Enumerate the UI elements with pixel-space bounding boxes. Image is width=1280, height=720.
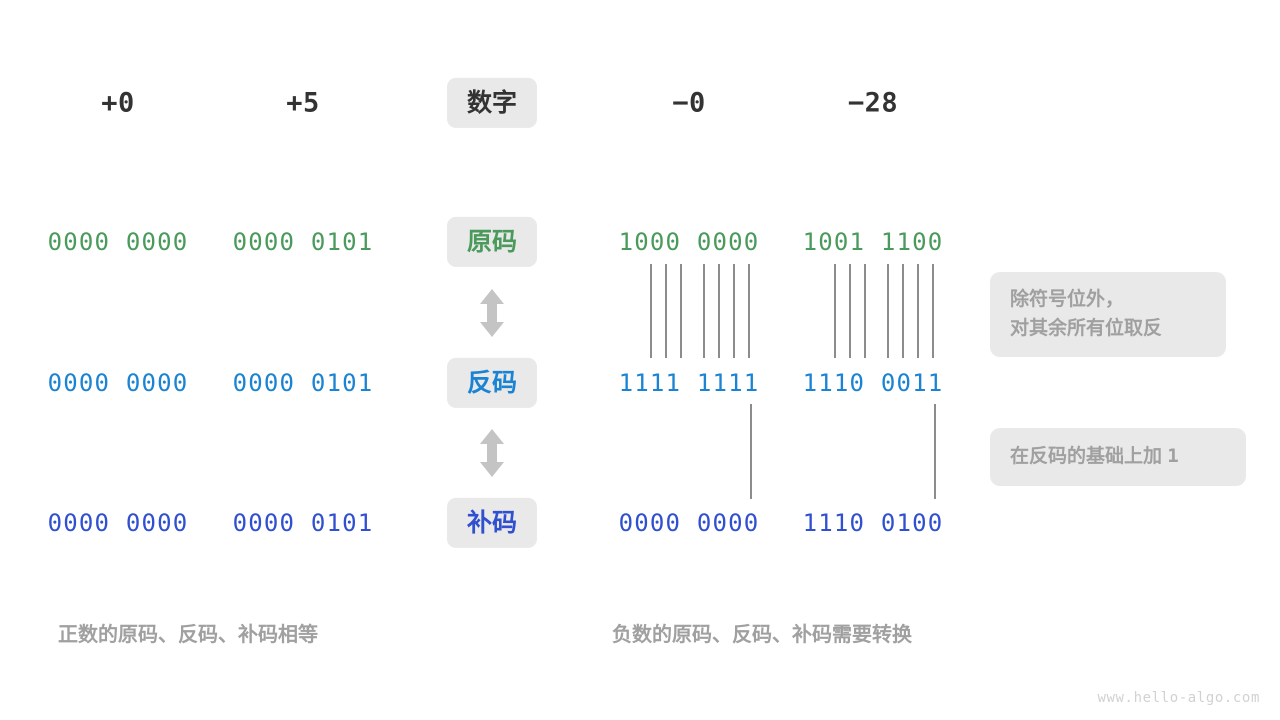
connector-line [748, 264, 750, 358]
bits-true-form-minus-zero: 1000 0000 [618, 228, 760, 256]
bits-twos-complement-plus-five: 0000 0101 [232, 509, 374, 537]
connector-line [887, 264, 889, 358]
arrow-ones-to-twos-icon [475, 428, 509, 478]
header-row-label-text: 数字 [446, 77, 538, 128]
connector-line [902, 264, 904, 358]
row-label-ones-complement: 反码 [446, 357, 538, 408]
note-add-one-value: 1 [1167, 445, 1179, 467]
connector-line [917, 264, 919, 358]
header-plus-five: +5 [286, 87, 320, 119]
bits-true-form-plus-zero: 0000 0000 [47, 228, 189, 256]
bits-twos-complement-plus-zero: 0000 0000 [47, 509, 189, 537]
connector-line [849, 264, 851, 358]
connector-line [665, 264, 667, 358]
connector-line [864, 264, 866, 358]
bits-twos-complement-minus-28: 1110 0100 [802, 509, 944, 537]
bits-true-form-minus-28: 1001 1100 [802, 228, 944, 256]
bits-ones-complement-minus-zero: 1111 1111 [618, 369, 760, 397]
header-plus-zero: +0 [101, 87, 135, 119]
header-row-label-pill: 数字 [446, 77, 538, 128]
connector-line [703, 264, 705, 358]
connector-line [680, 264, 682, 358]
bits-ones-complement-minus-28: 1110 0011 [802, 369, 944, 397]
bits-twos-complement-minus-zero: 0000 0000 [618, 509, 760, 537]
note-add-one: 在反码的基础上加 1 [990, 428, 1246, 486]
row-label-twos-complement-text: 补码 [446, 497, 538, 548]
bits-true-form-plus-five: 0000 0101 [232, 228, 374, 256]
note-add-one-text: 在反码的基础上加 [1010, 446, 1168, 467]
caption-negative: 负数的原码、反码、补码需要转换 [612, 624, 912, 646]
header-minus-28: −28 [847, 87, 899, 119]
note-invert-bits: 除符号位外， 对其余所有位取反 [990, 272, 1226, 357]
connector-line [932, 264, 934, 358]
row-label-twos-complement: 补码 [446, 497, 538, 548]
row-label-true-form: 原码 [446, 216, 538, 267]
header-minus-zero: −0 [672, 87, 706, 119]
bits-ones-complement-plus-zero: 0000 0000 [47, 369, 189, 397]
connector-line [733, 264, 735, 358]
row-label-true-form-text: 原码 [446, 216, 538, 267]
connector-line [834, 264, 836, 358]
connector-line [650, 264, 652, 358]
bits-ones-complement-plus-five: 0000 0101 [232, 369, 374, 397]
connector-line [934, 404, 936, 499]
arrow-true-to-ones-icon [475, 288, 509, 338]
connector-line [750, 404, 752, 499]
connector-line [718, 264, 720, 358]
row-label-ones-complement-text: 反码 [446, 357, 538, 408]
caption-positive: 正数的原码、反码、补码相等 [58, 624, 318, 646]
watermark: www.hello-algo.com [1097, 690, 1260, 706]
